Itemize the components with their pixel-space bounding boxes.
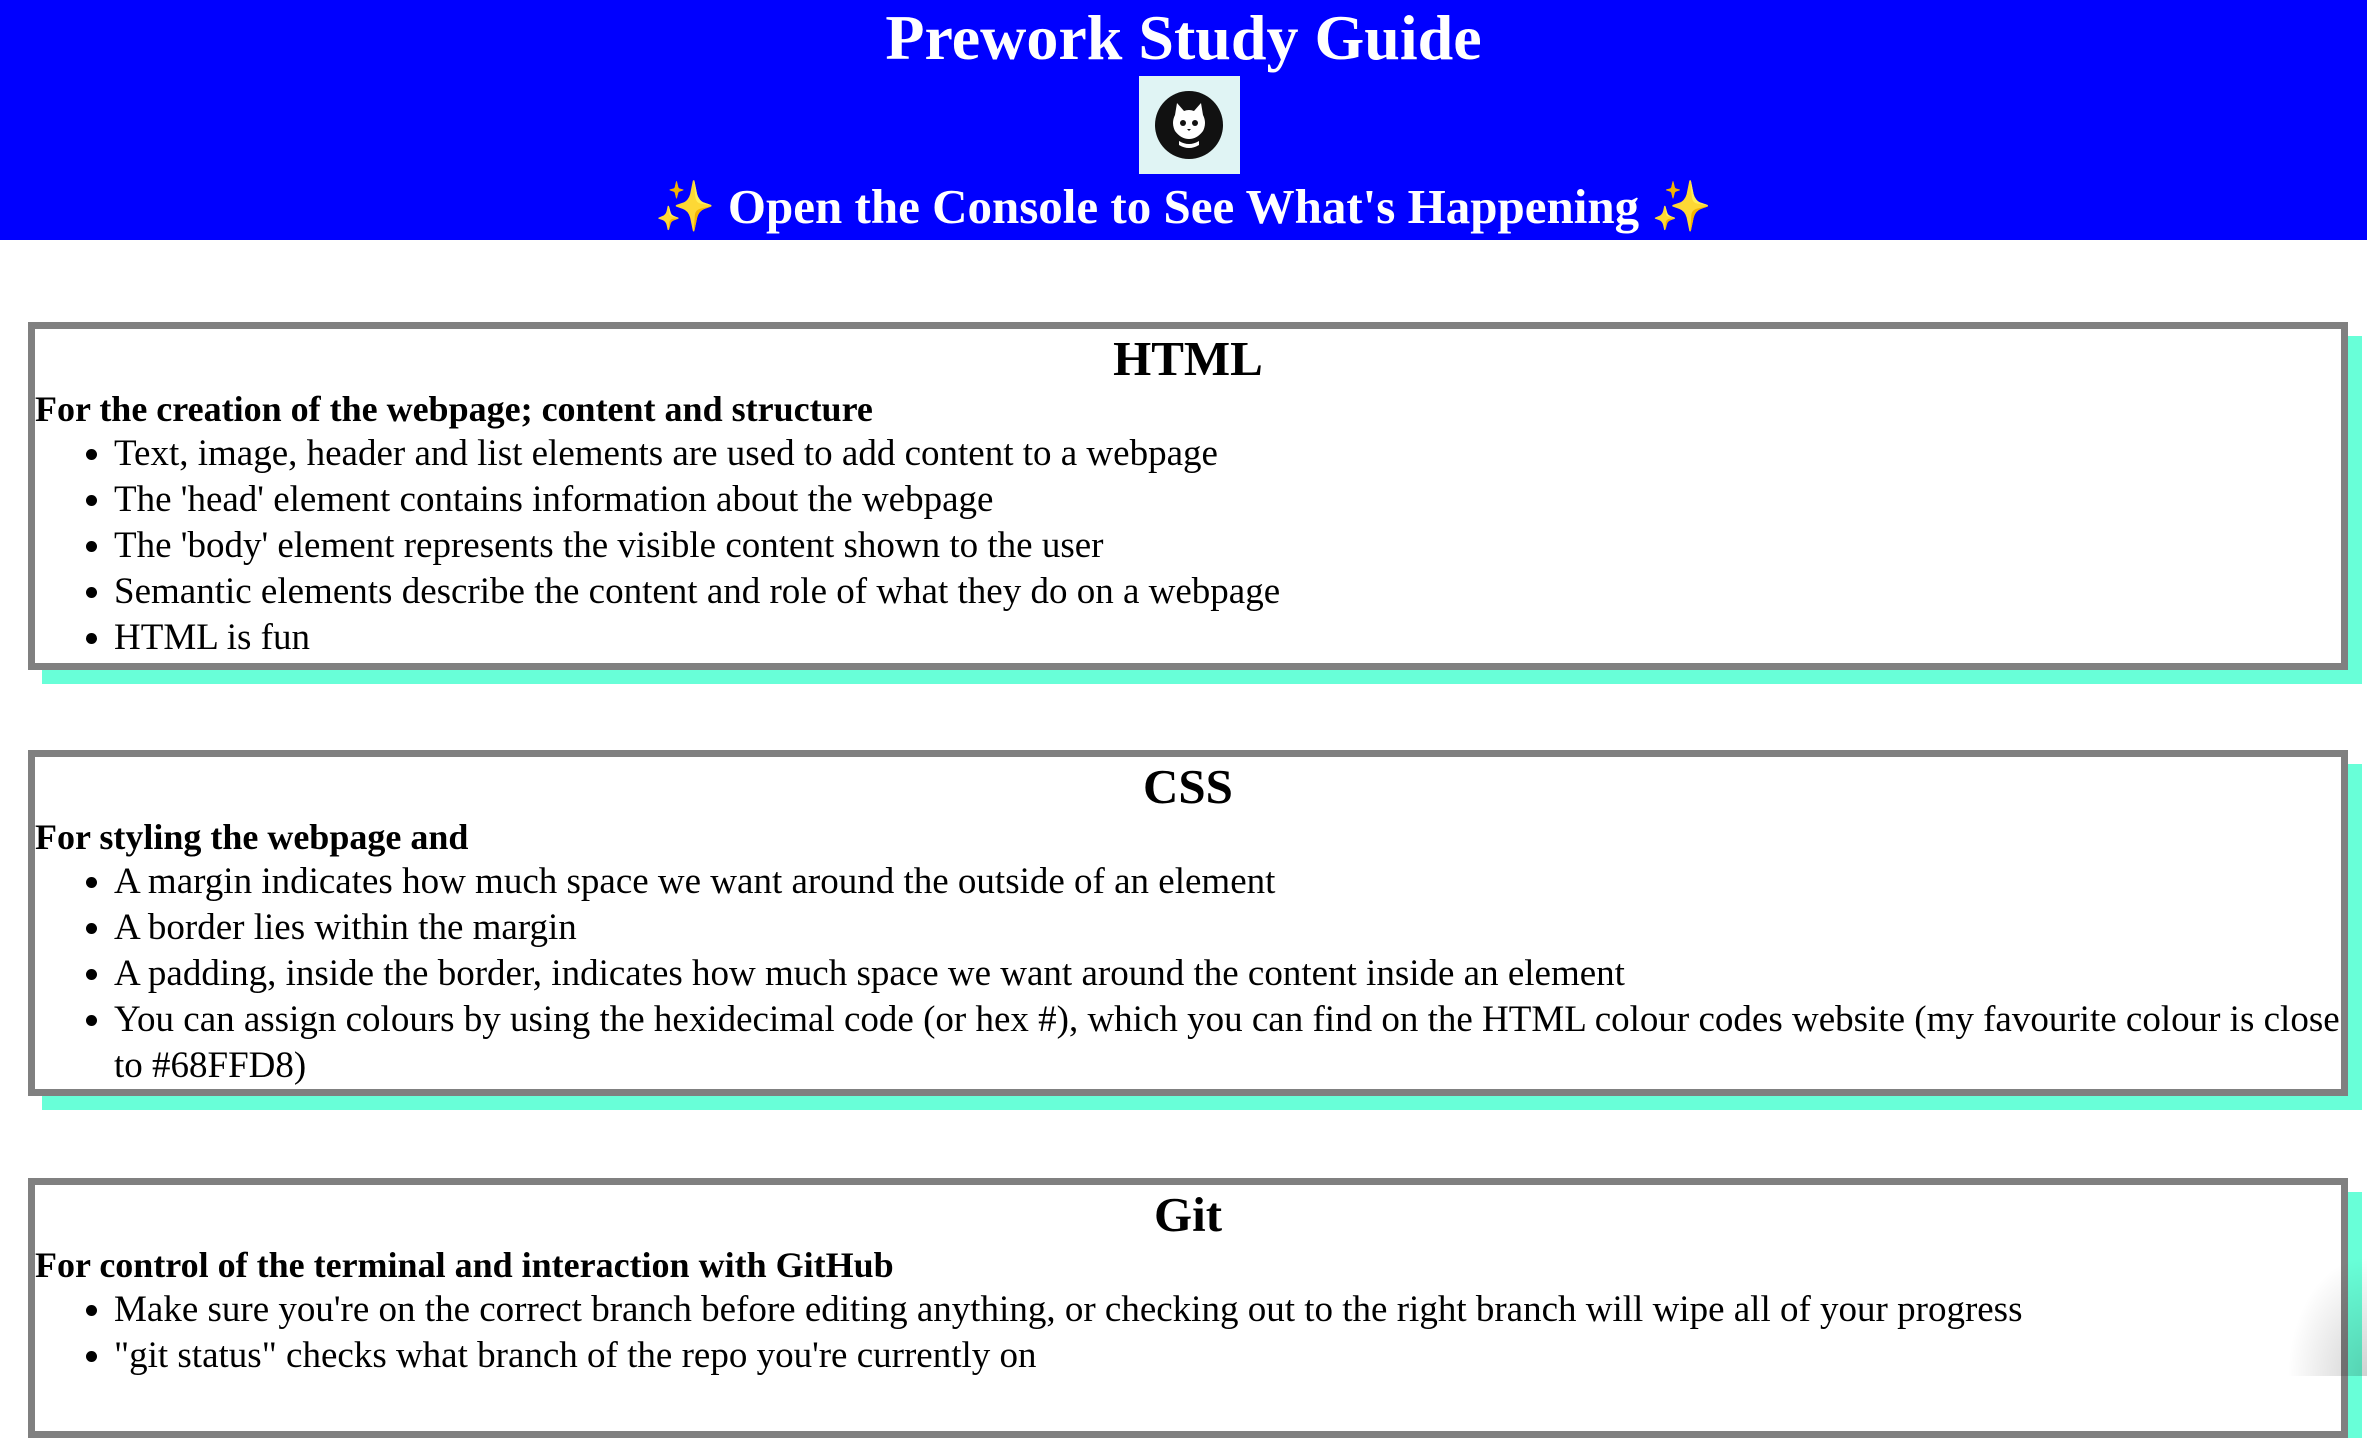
list-item: A margin indicates how much space we wan… xyxy=(114,859,2341,905)
section-list: A margin indicates how much space we wan… xyxy=(35,859,2341,1089)
list-item: You can assign colours by using the hexi… xyxy=(114,997,2341,1089)
list-item: Make sure you're on the correct branch b… xyxy=(114,1287,2341,1333)
list-item: Semantic elements describe the content a… xyxy=(114,569,2341,615)
sparkle-icon: ✨ xyxy=(1651,179,1712,234)
section-git: Git For control of the terminal and inte… xyxy=(28,1178,2348,1438)
section-title: Git xyxy=(35,1185,2341,1243)
cat-logo-icon xyxy=(1155,91,1223,159)
sparkle-icon: ✨ xyxy=(655,179,716,234)
list-item: The 'head' element contains information … xyxy=(114,477,2341,523)
list-item: The 'body' element represents the visibl… xyxy=(114,523,2341,569)
logo xyxy=(1139,76,1240,174)
scroll-shadow xyxy=(2287,1256,2367,1376)
console-hint: ✨ Open the Console to See What's Happeni… xyxy=(0,176,2367,238)
section-subtitle: For styling the webpage and xyxy=(35,815,2341,859)
section-title: HTML xyxy=(35,329,2341,387)
section-css: CSS For styling the webpage and A margin… xyxy=(28,750,2348,1096)
page-title: Prework Study Guide xyxy=(0,2,2367,74)
section-list: Text, image, header and list elements ar… xyxy=(35,431,2341,661)
section-list: Make sure you're on the correct branch b… xyxy=(35,1287,2341,1379)
list-item: A padding, inside the border, indicates … xyxy=(114,951,2341,997)
section-subtitle: For the creation of the webpage; content… xyxy=(35,387,2341,431)
section-subtitle: For control of the terminal and interact… xyxy=(35,1243,2341,1287)
console-hint-text: Open the Console to See What's Happening xyxy=(728,179,1639,234)
list-item: "git status" checks what branch of the r… xyxy=(114,1333,2341,1379)
section-html: HTML For the creation of the webpage; co… xyxy=(28,322,2348,670)
list-item: Text, image, header and list elements ar… xyxy=(114,431,2341,477)
page-header: Prework Study Guide ✨ Open the Console t… xyxy=(0,0,2367,240)
list-item: A border lies within the margin xyxy=(114,905,2341,951)
list-item: HTML is fun xyxy=(114,615,2341,661)
section-title: CSS xyxy=(35,757,2341,815)
